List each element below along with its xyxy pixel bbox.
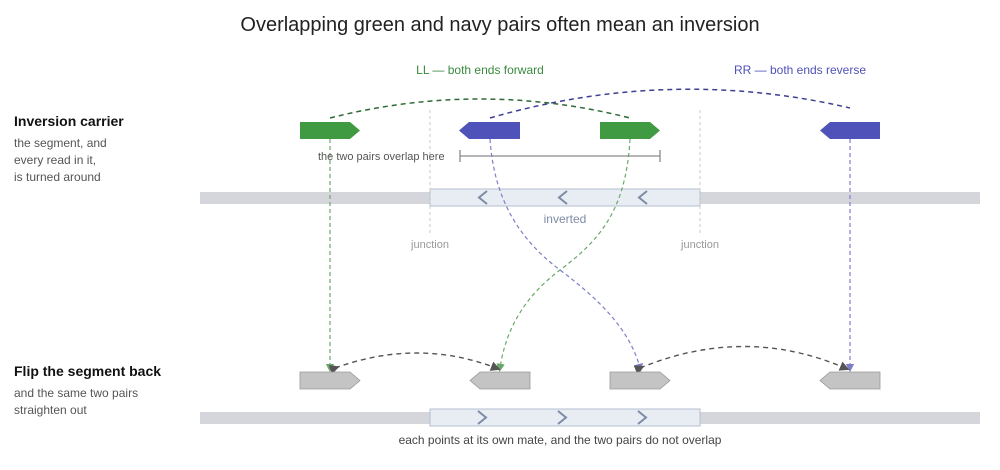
- bottom-pair-arc-right: [633, 345, 850, 375]
- chevron-right-icon: [637, 410, 648, 425]
- top-row-line-2: every read in it,: [14, 153, 97, 167]
- junction-label-left: junction: [410, 239, 449, 251]
- read-gray-forward-2: [609, 371, 671, 390]
- chevron-left-icon: [637, 190, 648, 205]
- bottom-row-line-2: straighten out: [14, 403, 87, 417]
- inverted-label: inverted: [544, 212, 587, 226]
- top-row-line-3: is turned around: [14, 170, 101, 184]
- rr-pair-arc: [489, 88, 851, 119]
- green-map-line-crossing: [496, 138, 631, 373]
- footer-note: each points at its own mate, and the two…: [399, 433, 722, 447]
- read-green-forward-left: [300, 122, 360, 139]
- legend-ll: LL — both ends forward: [416, 63, 544, 77]
- read-gray-reverse-1: [469, 371, 531, 390]
- overlap-label: the two pairs overlap here: [318, 151, 445, 163]
- top-row-line-1: the segment, and: [14, 136, 107, 150]
- junction-label-right: junction: [680, 239, 719, 251]
- bottom-row-line-1: and the same two pairs: [14, 386, 139, 400]
- chevron-left-icon: [477, 190, 488, 205]
- diagram-title: Overlapping green and navy pairs often m…: [240, 14, 760, 36]
- read-navy-reverse-right: [820, 122, 880, 139]
- top-row-heading: Inversion carrier: [14, 113, 124, 129]
- bottom-row-heading: Flip the segment back: [14, 363, 162, 379]
- chevron-right-icon: [557, 410, 568, 425]
- read-gray-forward-1: [299, 371, 361, 390]
- read-gray-reverse-2: [819, 371, 881, 390]
- read-navy-reverse-left: [459, 122, 520, 139]
- navy-map-line-crossing: [489, 138, 643, 373]
- legend-rr: RR — both ends reverse: [734, 63, 866, 77]
- ll-pair-arc: [329, 98, 631, 119]
- top-row-label: Inversion carrier the segment, and every…: [14, 113, 124, 186]
- chevron-left-icon: [557, 190, 568, 205]
- chevron-right-icon: [477, 410, 488, 425]
- read-green-forward-right: [600, 122, 660, 139]
- bottom-row-label: Flip the segment back and the same two p…: [14, 363, 161, 419]
- bottom-pair-arc-left: [328, 352, 501, 375]
- inverted-segment: [429, 188, 701, 207]
